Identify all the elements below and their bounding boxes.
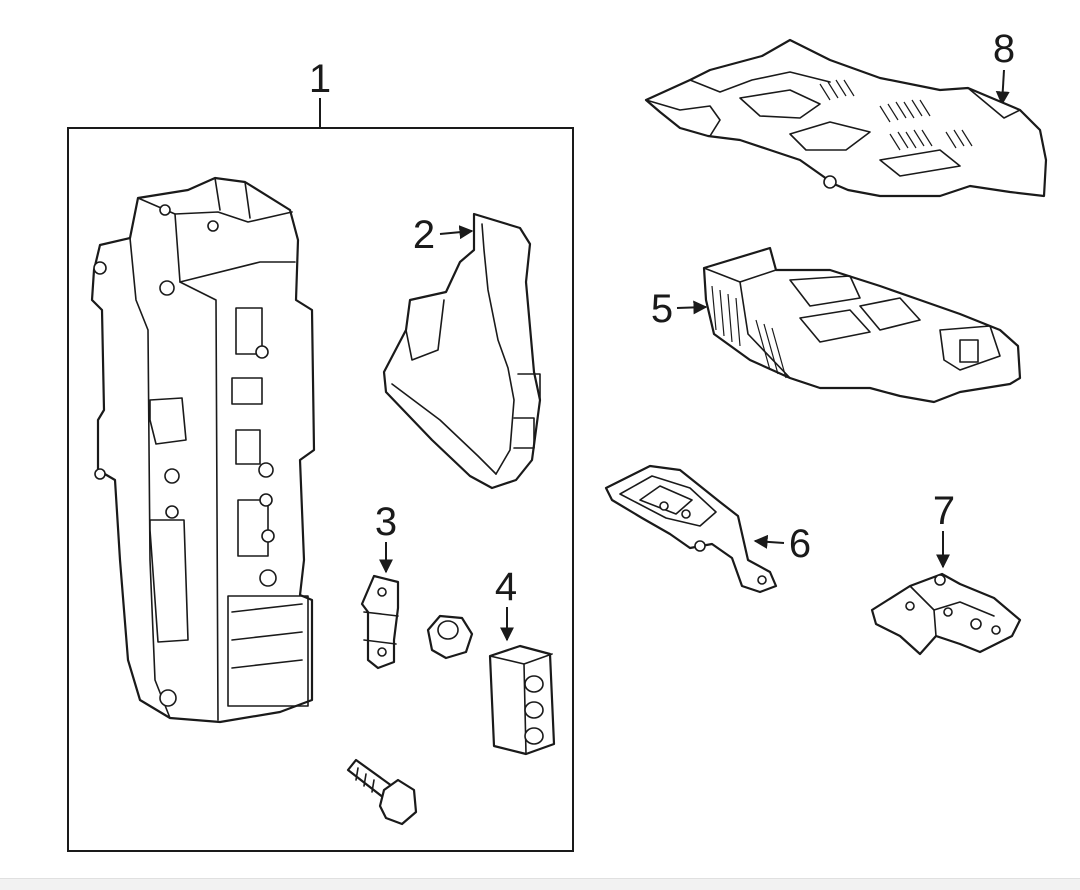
nut-part [426, 614, 474, 660]
lower-tray-part [702, 246, 1022, 404]
callout-6: 6 [789, 522, 811, 566]
assembly-frame [67, 98, 574, 852]
connector-block-part [488, 644, 556, 756]
footer-strip [0, 878, 1080, 890]
bracket-part [604, 464, 778, 594]
callout-5: 5 [651, 287, 673, 331]
bolt-part [346, 758, 418, 826]
fuse-link-part [360, 574, 400, 670]
callout-1: 1 [309, 57, 331, 101]
callout-8: 8 [993, 27, 1015, 71]
callout-3: 3 [375, 500, 397, 544]
upper-cover-part [644, 38, 1048, 198]
callout-2: 2 [413, 213, 435, 257]
leader-arrows [379, 69, 1010, 642]
callout-7: 7 [933, 489, 955, 533]
small-bracket-part [870, 572, 1022, 656]
cover-part [382, 212, 542, 490]
fuse-block-part [90, 176, 316, 724]
callout-4: 4 [495, 565, 517, 609]
